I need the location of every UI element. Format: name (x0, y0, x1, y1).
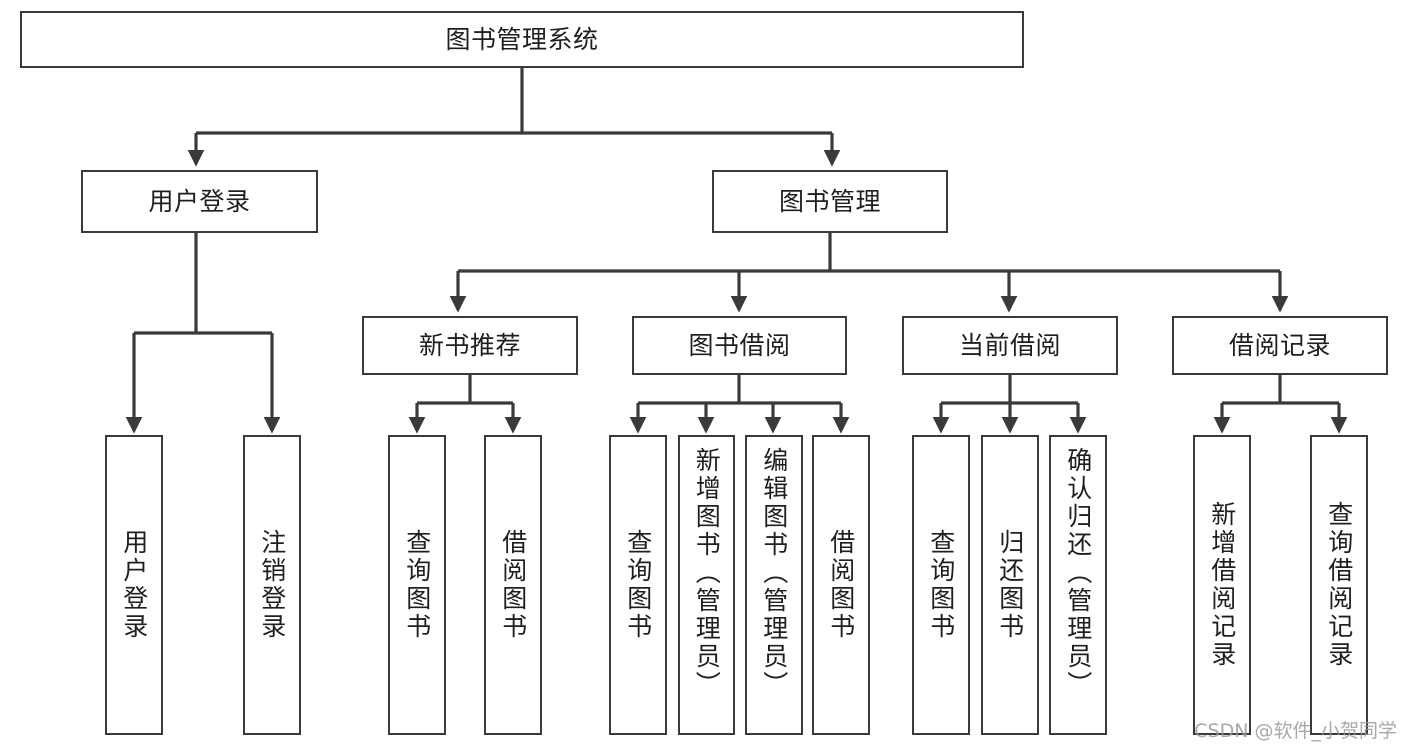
node-label: 查询图书 (402, 529, 432, 641)
leaf-current-return-book[interactable]: 归还图书 (981, 435, 1039, 735)
node-label: 归还图书 (995, 529, 1025, 641)
node-label: 查询图书 (623, 529, 653, 641)
node-label: 新书推荐 (418, 330, 521, 360)
leaf-borrow-borrow-book[interactable]: 借阅图书 (812, 435, 870, 735)
leaf-record-query-record[interactable]: 查询借阅记录 (1310, 435, 1368, 735)
node-root-system[interactable]: 图书管理系统 (20, 11, 1024, 68)
node-label: 查询借阅记录 (1324, 501, 1354, 669)
node-current-borrow[interactable]: 当前借阅 (902, 316, 1118, 375)
leaf-borrow-query-book[interactable]: 查询图书 (609, 435, 667, 735)
leaf-user-login[interactable]: 用户登录 (105, 435, 163, 735)
node-label: 图书借阅 (688, 330, 791, 360)
node-borrow-record[interactable]: 借阅记录 (1172, 316, 1388, 375)
node-label: 注销登录 (257, 529, 287, 641)
node-label: 当前借阅 (958, 330, 1061, 360)
leaf-logout[interactable]: 注销登录 (243, 435, 301, 735)
node-label: 新增借阅记录 (1207, 501, 1237, 669)
leaf-recommend-query-book[interactable]: 查询图书 (388, 435, 446, 735)
node-label: 图书管理系统 (445, 24, 599, 54)
node-book-borrow[interactable]: 图书借阅 (632, 316, 847, 375)
leaf-recommend-borrow-book[interactable]: 借阅图书 (484, 435, 542, 735)
node-new-book-recommend[interactable]: 新书推荐 (362, 316, 578, 375)
node-label: 编辑图书（管理员） (759, 447, 789, 699)
leaf-current-confirm-return-admin[interactable]: 确认归还（管理员） (1049, 435, 1107, 735)
node-label: 借阅图书 (498, 529, 528, 641)
leaf-record-add-record[interactable]: 新增借阅记录 (1193, 435, 1251, 735)
node-book-management[interactable]: 图书管理 (712, 170, 948, 233)
node-label: 确认归还（管理员） (1063, 447, 1093, 699)
node-label: 借阅记录 (1228, 330, 1331, 360)
node-label: 用户登录 (148, 186, 251, 216)
leaf-current-query-book[interactable]: 查询图书 (912, 435, 970, 735)
node-label: 用户登录 (119, 529, 149, 641)
node-label: 图书管理 (778, 186, 881, 216)
leaf-borrow-add-book-admin[interactable]: 新增图书（管理员） (678, 435, 735, 735)
leaf-borrow-edit-book-admin[interactable]: 编辑图书（管理员） (745, 435, 803, 735)
node-user-login[interactable]: 用户登录 (81, 170, 318, 233)
node-label: 查询图书 (926, 529, 956, 641)
node-label: 借阅图书 (826, 529, 856, 641)
watermark-text: CSDN @软件_小贺同学 (1194, 720, 1397, 742)
node-label: 新增图书（管理员） (692, 447, 722, 699)
